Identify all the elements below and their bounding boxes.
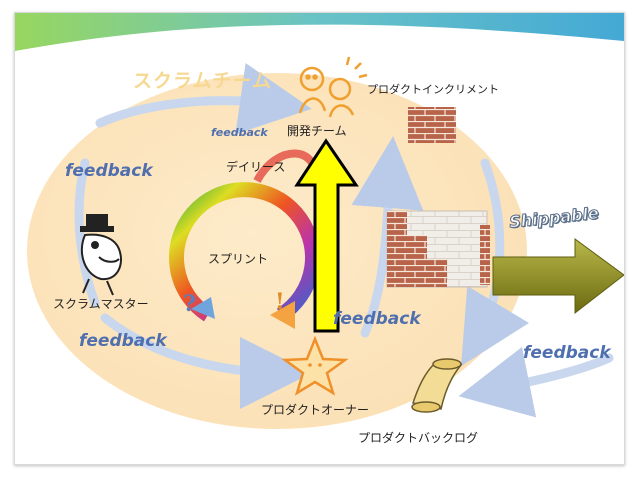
feedback-label-top: feedback [211,126,268,139]
feedback-label-right: feedback [523,343,611,363]
feedback-label-left-lower: feedback [79,331,167,351]
shippable-arrow-icon [492,238,624,315]
scrum-master-icon [80,214,122,296]
brick-stack-icon [408,107,456,143]
product-increment-label: プロダクトインクリメント [367,83,499,96]
sprint-label: スプリント [208,252,269,266]
slide: スクラムチーム 開発チーム プロダクトインクリメント デイリース スプリント ス… [14,12,625,465]
feedback-label-left-upper: feedback [65,161,153,181]
product-owner-label: プロダクトオーナー [261,403,370,417]
feedback-label-center: feedback [333,309,421,329]
daily-scrum-label: デイリース [226,160,286,174]
scrum-master-label: スクラムマスター [53,297,149,311]
diagram-art [15,13,624,429]
question-mark: ? [183,291,196,317]
exclaim-mark: ! [275,289,285,315]
dev-team-label: 開発チーム [287,124,347,138]
header-banner [15,13,624,55]
product-owner-star-icon [281,335,349,396]
upward-arrow-icon [294,138,359,333]
scrum-team-title: スクラムチーム [133,70,272,92]
product-backlog-label: プロダクトバックログ [358,431,479,445]
brick-wall-icon [386,210,490,288]
dev-team-icon [298,56,368,118]
backlog-scroll-icon [411,358,463,413]
